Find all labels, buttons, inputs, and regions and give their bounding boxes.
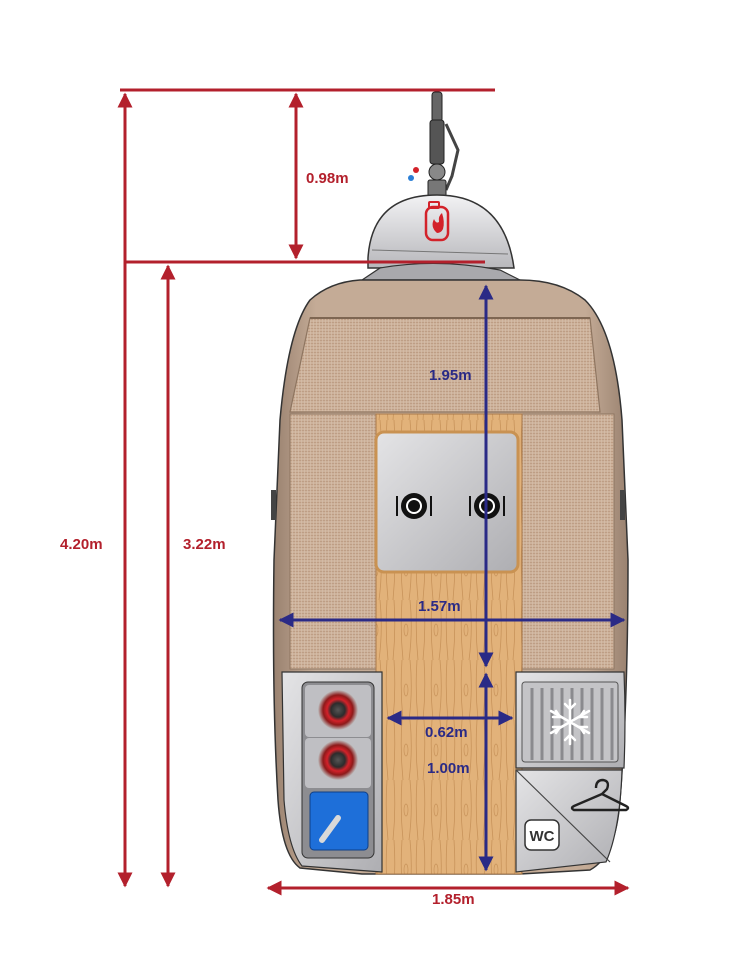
overall-width-label: 1.85m (432, 891, 475, 908)
tow-hitch (408, 91, 460, 199)
right-side-cushion (521, 413, 615, 670)
hob-burner-icon (305, 738, 371, 788)
aisle-length-label: 1.00m (427, 760, 470, 777)
interior-length-label: 1.95m (429, 367, 472, 384)
body-length-label: 3.22m (183, 536, 226, 553)
gas-bottle-flame-icon (424, 201, 450, 242)
aisle-width-label: 0.62m (425, 724, 468, 741)
total-length-label: 4.20m (60, 536, 103, 553)
wc-icon: WC (524, 819, 560, 851)
snowflake-icon (549, 698, 591, 746)
front-bench-cushion (289, 317, 601, 413)
drawbar-length-label: 0.98m (306, 170, 349, 187)
hob-burner-icon (305, 685, 371, 737)
left-side-cushion (289, 413, 377, 670)
dimension-lines-red (117, 88, 630, 896)
interior-width-label: 1.57m (418, 598, 461, 615)
plate-fork-knife-icon (396, 493, 432, 519)
dimension-lines-blue (278, 284, 626, 872)
sink-tap-icon (309, 791, 369, 851)
clothes-hanger-icon (570, 778, 630, 812)
svg-text:WC: WC (530, 828, 555, 845)
